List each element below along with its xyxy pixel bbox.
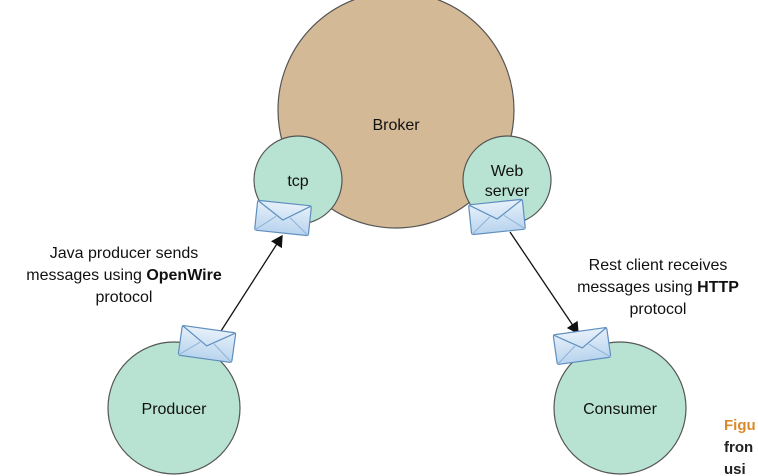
producer-node — [107, 341, 241, 475]
broker-label: Broker — [372, 117, 420, 134]
envelope-icon — [253, 199, 313, 237]
web-server-label-line1: Web — [491, 163, 524, 180]
producer-note-line2: messages using OpenWire — [26, 267, 222, 284]
consumer-note-line3: protocol — [630, 301, 687, 318]
webserver-to-consumer-arrow — [509, 231, 579, 335]
figure-caption-line3: usi — [724, 461, 746, 476]
consumer-note-line2: messages using HTTP — [577, 279, 739, 296]
figure-caption-line2: fron — [724, 439, 753, 456]
envelope-icon — [467, 198, 527, 236]
producer-label: Producer — [142, 401, 208, 418]
consumer-node — [553, 341, 687, 475]
producer-note-line3: protocol — [96, 289, 153, 306]
producer-to-tcp-arrow — [211, 234, 283, 346]
tcp-label: tcp — [287, 173, 308, 190]
consumer-note-line1: Rest client receives — [589, 257, 728, 274]
consumer-label: Consumer — [583, 401, 657, 418]
web-server-label-line2: server — [485, 183, 530, 200]
figure-caption-line1: Figu — [724, 417, 756, 434]
producer-note-line1: Java producer sends — [50, 245, 199, 262]
